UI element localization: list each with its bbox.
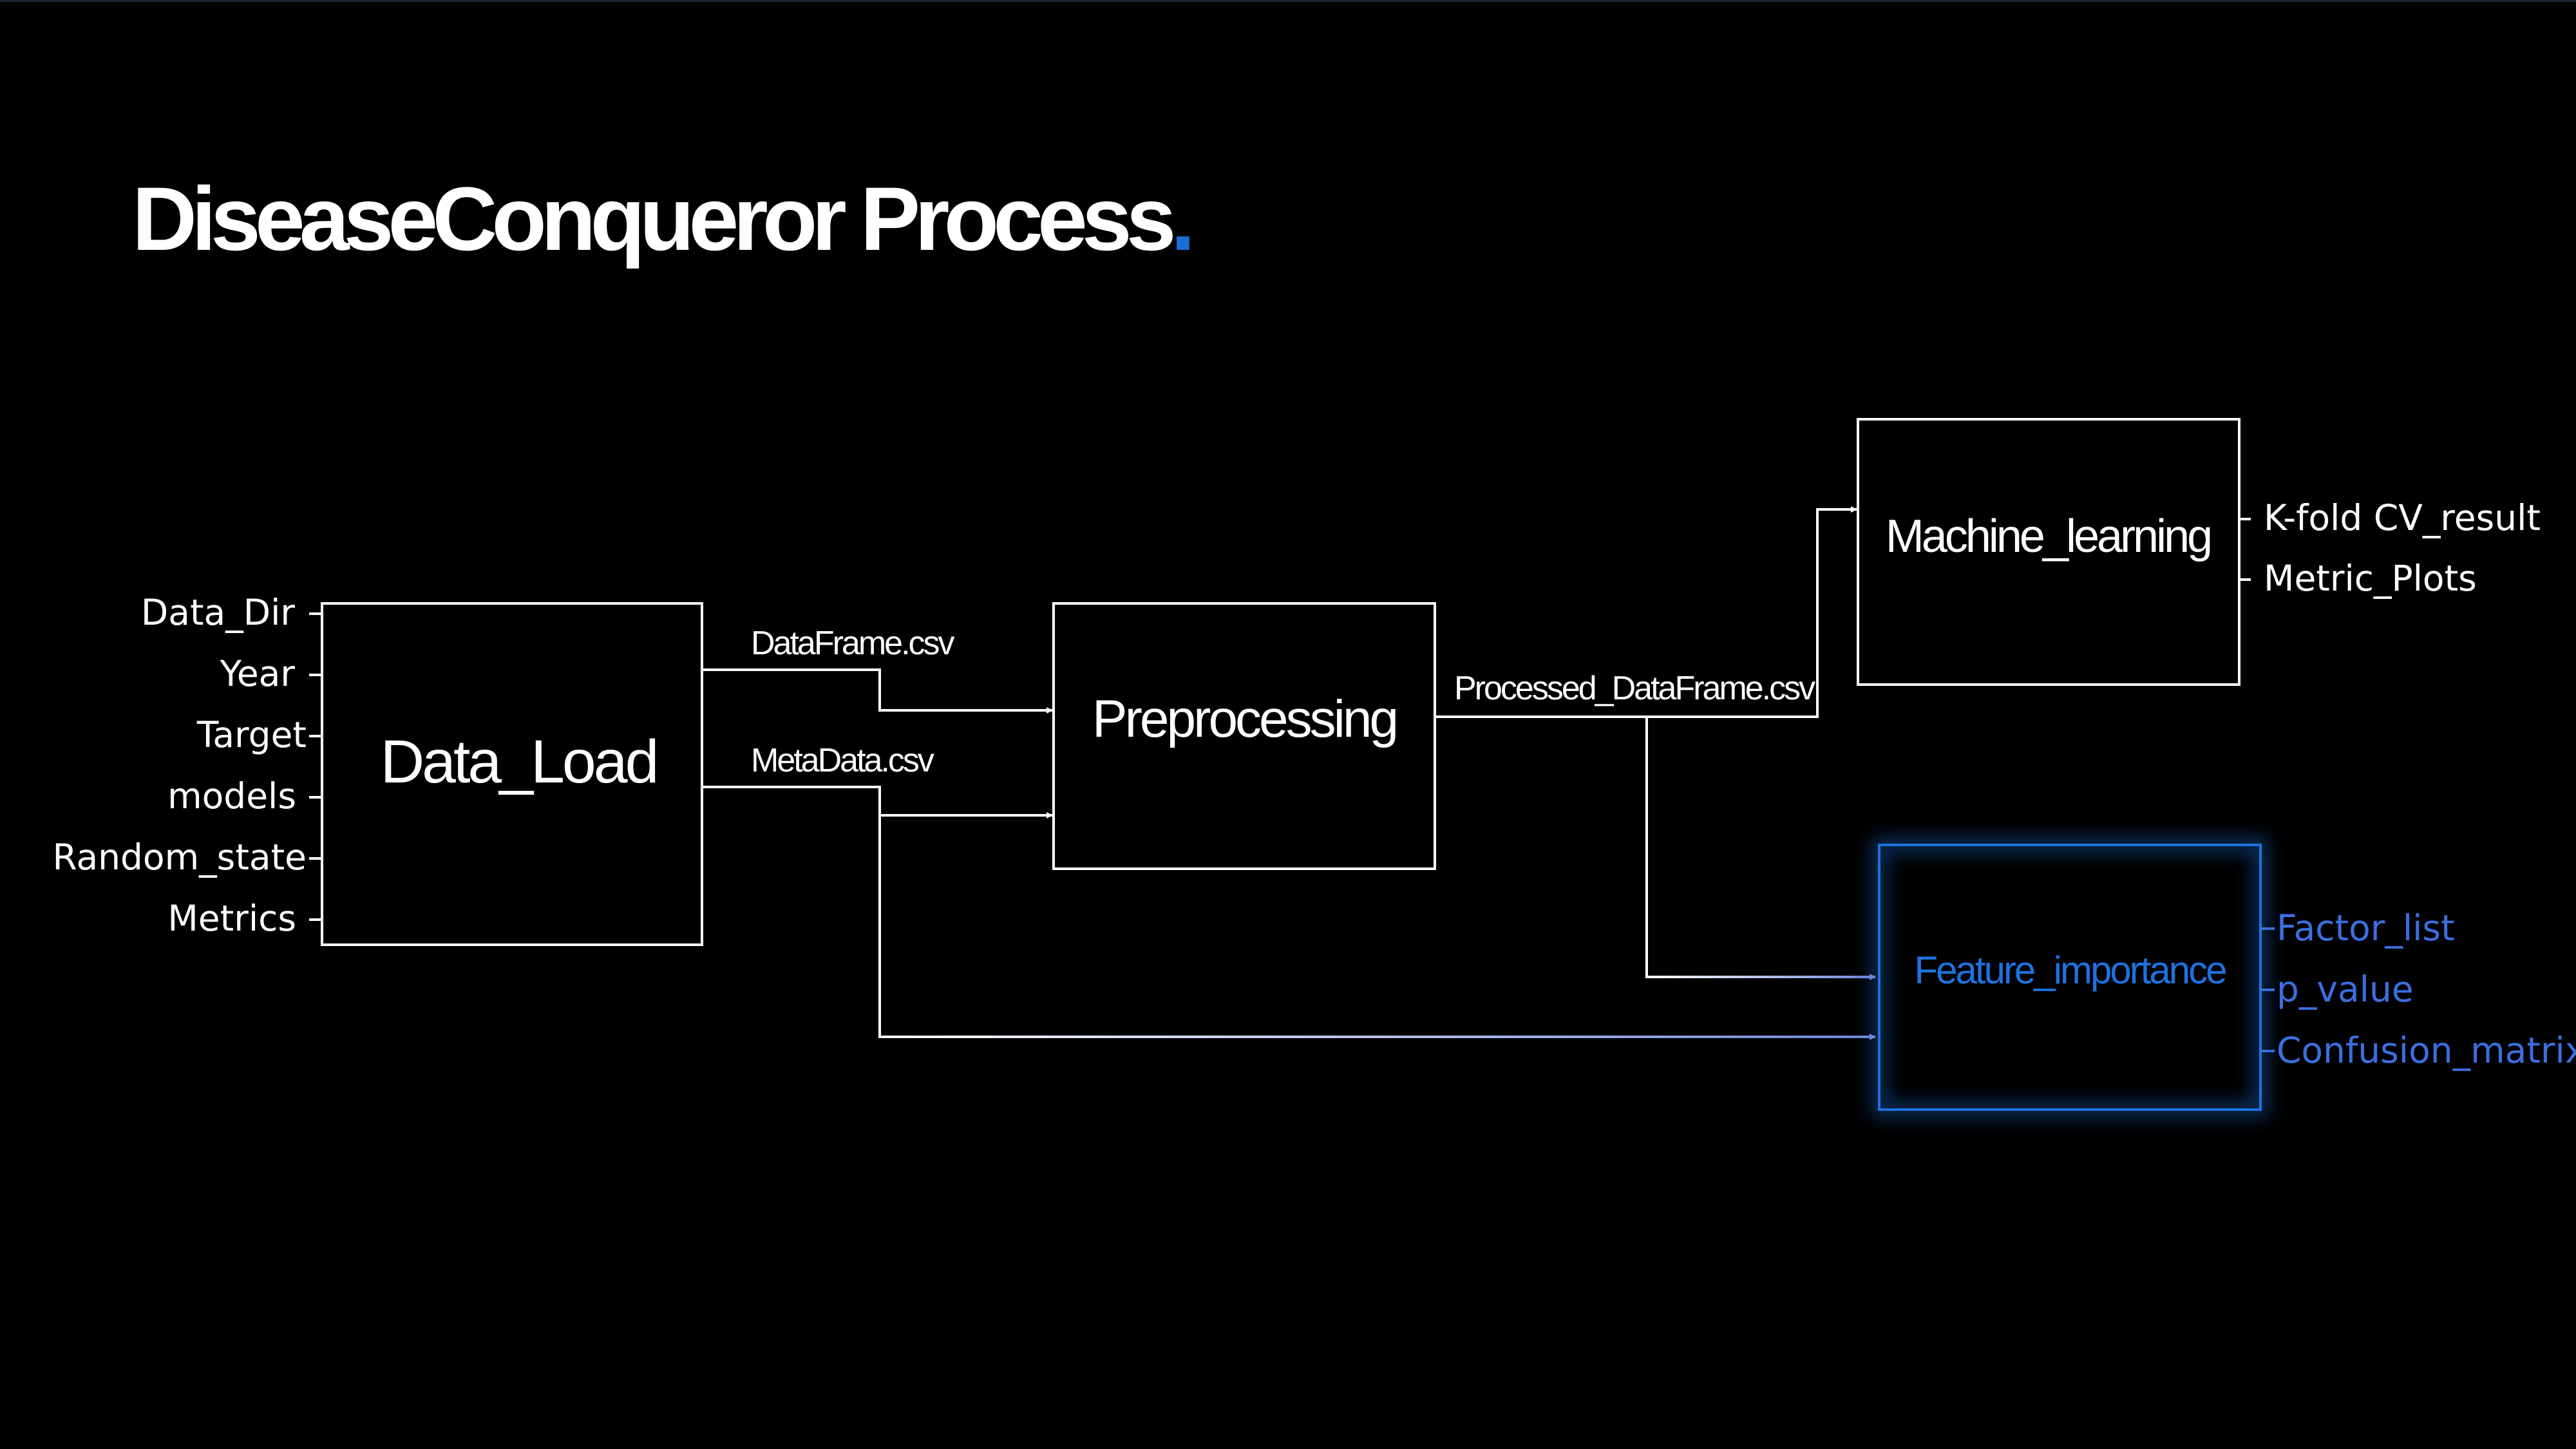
top-border: [0, 0, 2576, 2]
edge-metadata-to-feature-importance: [878, 815, 1875, 1038]
edge-dataframe: [702, 668, 1053, 714]
fi-output-factor-list: Factor_list: [2277, 907, 2455, 949]
edge-processed-to-ml: [1435, 506, 1857, 718]
input-label-metrics: Metrics: [167, 898, 296, 939]
fi-output-confusion-matrix: Confusion_matrix: [2277, 1030, 2576, 1071]
input-label-year: Year: [220, 653, 296, 694]
edge-metadata: [702, 786, 1053, 819]
edge-processed-to-feature-importance: [1645, 717, 1875, 978]
feature-importance-label: Feature_importance: [1915, 949, 2226, 992]
edge-label-processed: Processed_DataFrame.csv: [1454, 670, 1815, 707]
preprocessing-label: Preprocessing: [1092, 690, 1396, 748]
data-load-label: Data_Load: [381, 728, 657, 796]
ml-output-metric-plots: Metric_Plots: [2264, 558, 2477, 599]
feature-importance-box: [1878, 844, 2262, 1111]
input-label-models: models: [167, 775, 296, 817]
input-label-data-dir: Data_Dir: [141, 592, 295, 633]
title-text: DiseaseConqueror Process: [132, 168, 1177, 269]
edge-label-metadata: MetaData.csv: [751, 742, 934, 779]
input-label-target: Target: [196, 714, 307, 755]
preprocessing-box: [1052, 602, 1436, 870]
machine-learning-box: [1857, 418, 2240, 686]
ml-output-kfold: K-fold CV_result: [2264, 497, 2541, 538]
machine-learning-label: Machine_learning: [1886, 511, 2210, 562]
data-load-box: [321, 602, 703, 946]
slide-title: DiseaseConqueror Process.: [132, 174, 1195, 264]
edge-label-dataframe: DataFrame.csv: [751, 625, 955, 662]
fi-output-p-value: p_value: [2277, 969, 2414, 1010]
input-label-random-state: Random_state: [52, 837, 307, 878]
